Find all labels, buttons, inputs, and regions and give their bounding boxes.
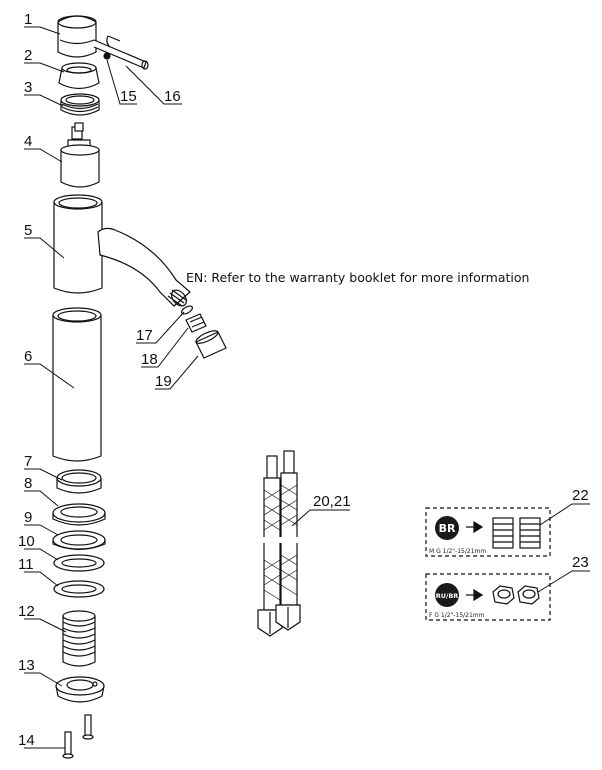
rubr-badge-icon — [435, 583, 459, 607]
label-20-21: 20,21 — [313, 493, 351, 510]
part-number-labels: 1 2 3 4 5 6 7 8 9 10 11 12 13 14 15 16 1… — [18, 11, 589, 749]
part-19-aerator-housing — [195, 330, 227, 359]
label-3: 3 — [24, 79, 32, 96]
label-8: 8 — [24, 475, 32, 492]
part-4-cartridge — [60, 122, 100, 188]
label-1: 1 — [24, 11, 32, 28]
part-2-cone-ring — [58, 62, 100, 90]
part-13-base-nut — [55, 676, 105, 703]
label-13: 13 — [18, 657, 35, 674]
part-1-handle-cap — [57, 15, 97, 58]
part-8-ring — [52, 503, 106, 526]
label-12: 12 — [18, 603, 35, 620]
part-20-21-flexible-hoses — [257, 450, 301, 637]
part-10-gasket — [53, 554, 105, 572]
box22-caption: M G 1/2"-15/21mm — [429, 548, 486, 555]
label-11: 11 — [18, 556, 34, 573]
label-19: 19 — [155, 373, 172, 390]
box23-caption: F G 1/2"-15/21mm — [429, 612, 485, 619]
label-9: 9 — [24, 509, 32, 526]
badge-rubr-text: RU/BR — [436, 592, 459, 600]
label-22: 22 — [572, 487, 589, 504]
label-2: 2 — [24, 47, 32, 64]
part-22-adapter-box — [425, 507, 551, 557]
part-6-tube — [52, 307, 102, 462]
label-7: 7 — [24, 453, 32, 470]
label-17: 17 — [136, 327, 153, 344]
label-18: 18 — [141, 351, 158, 368]
label-14: 14 — [18, 732, 35, 749]
part-17-o-ring — [180, 305, 194, 315]
leader-lines — [24, 26, 590, 749]
label-6: 6 — [24, 348, 32, 365]
br-badge-icon — [435, 516, 459, 540]
part-9-washer — [52, 530, 106, 551]
part-11-gasket — [53, 580, 105, 598]
part-16-lever — [93, 35, 149, 70]
label-10: 10 — [18, 533, 35, 550]
part-12-threaded-sleeve — [62, 610, 96, 667]
label-15: 15 — [120, 88, 137, 105]
part-14-studs — [62, 714, 94, 759]
part-23-nut-box — [425, 573, 551, 621]
badge-br-text: BR — [439, 522, 456, 535]
label-4: 4 — [24, 133, 32, 150]
part-7-threaded-ring — [56, 469, 102, 494]
part-15-screw — [103, 52, 111, 60]
label-16: 16 — [164, 88, 181, 105]
warranty-note: EN: Refer to the warranty booklet for mo… — [186, 270, 529, 285]
part-3-threaded-ring — [60, 93, 100, 116]
part-18-aerator-insert — [185, 313, 207, 333]
label-23: 23 — [572, 554, 589, 571]
label-5: 5 — [24, 222, 32, 239]
part-5-body-spout — [53, 194, 191, 307]
